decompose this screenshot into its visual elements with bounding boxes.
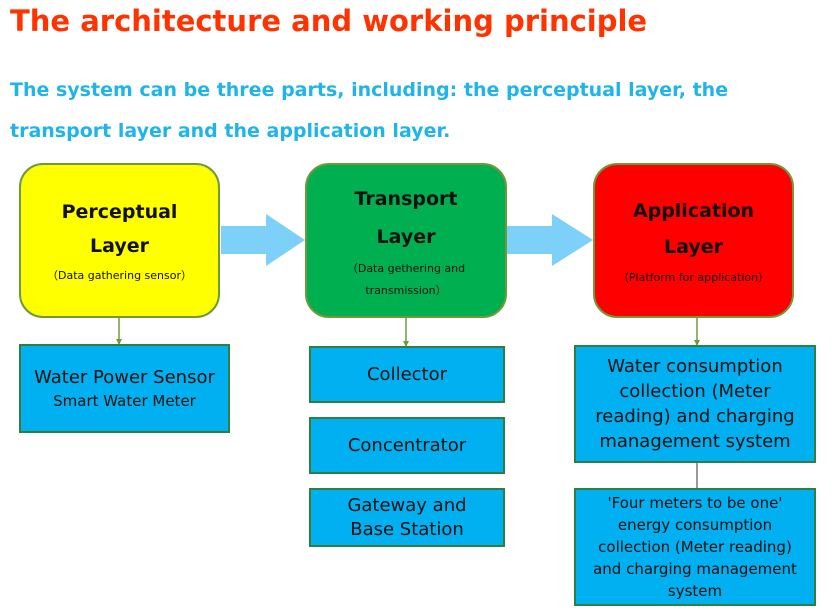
page-subtitle: The system can be three parts, including… xyxy=(10,79,729,142)
transport-layer-note: （Data gethering and transmission） xyxy=(346,261,466,297)
collector-label: Collector xyxy=(366,364,448,385)
perceptual-layer-note: （Data gathering sensor） xyxy=(46,268,193,282)
right-arrow-1 xyxy=(221,214,305,266)
sensor-label: Water Power Sensor xyxy=(34,367,215,388)
meter-label: Smart Water Meter xyxy=(53,392,196,410)
water-consumption-box: Water consumption collection (Meter read… xyxy=(574,345,816,463)
gateway-label: Gateway and Base Station xyxy=(347,494,467,540)
perceptual-sensor-box: Water Power Sensor Smart Water Meter xyxy=(19,344,230,433)
connector-transport-head xyxy=(403,341,409,347)
collector-box: Collector xyxy=(309,346,505,403)
four-meters-label: 'Four meters to be one' energy consumpti… xyxy=(593,494,797,600)
connector-application-head xyxy=(694,340,700,346)
concentrator-label: Concentrator xyxy=(347,435,467,456)
application-layer-note: （Platform for application） xyxy=(617,270,770,284)
gateway-box: Gateway and Base Station xyxy=(309,488,505,547)
page-title: The architecture and working principle xyxy=(10,4,648,38)
connector-perceptual-head xyxy=(116,339,122,345)
right-arrow-2 xyxy=(507,214,593,266)
concentrator-box: Concentrator xyxy=(309,417,505,474)
four-meters-box: 'Four meters to be one' energy consumpti… xyxy=(574,488,816,606)
water-consumption-label: Water consumption collection (Meter read… xyxy=(595,356,795,452)
